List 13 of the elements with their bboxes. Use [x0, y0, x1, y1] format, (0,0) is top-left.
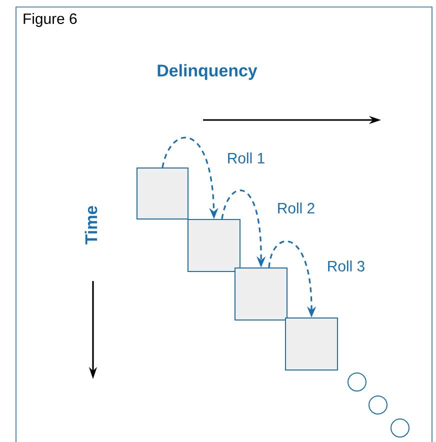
circle [348, 372, 366, 392]
axis-label: Delinquency [158, 64, 258, 80]
circle [390, 418, 410, 438]
edge-label: Roll 1 [226, 152, 266, 164]
square-box [188, 219, 240, 272]
axis-label: Time [84, 206, 98, 244]
edge-label: Roll 3 [326, 260, 366, 272]
square-box [285, 318, 338, 370]
circle [368, 396, 388, 414]
edge-label: Roll 2 [276, 202, 316, 214]
figure-title: Figure 6 [24, 13, 77, 27]
square-box [136, 168, 188, 220]
square-box [234, 268, 288, 320]
